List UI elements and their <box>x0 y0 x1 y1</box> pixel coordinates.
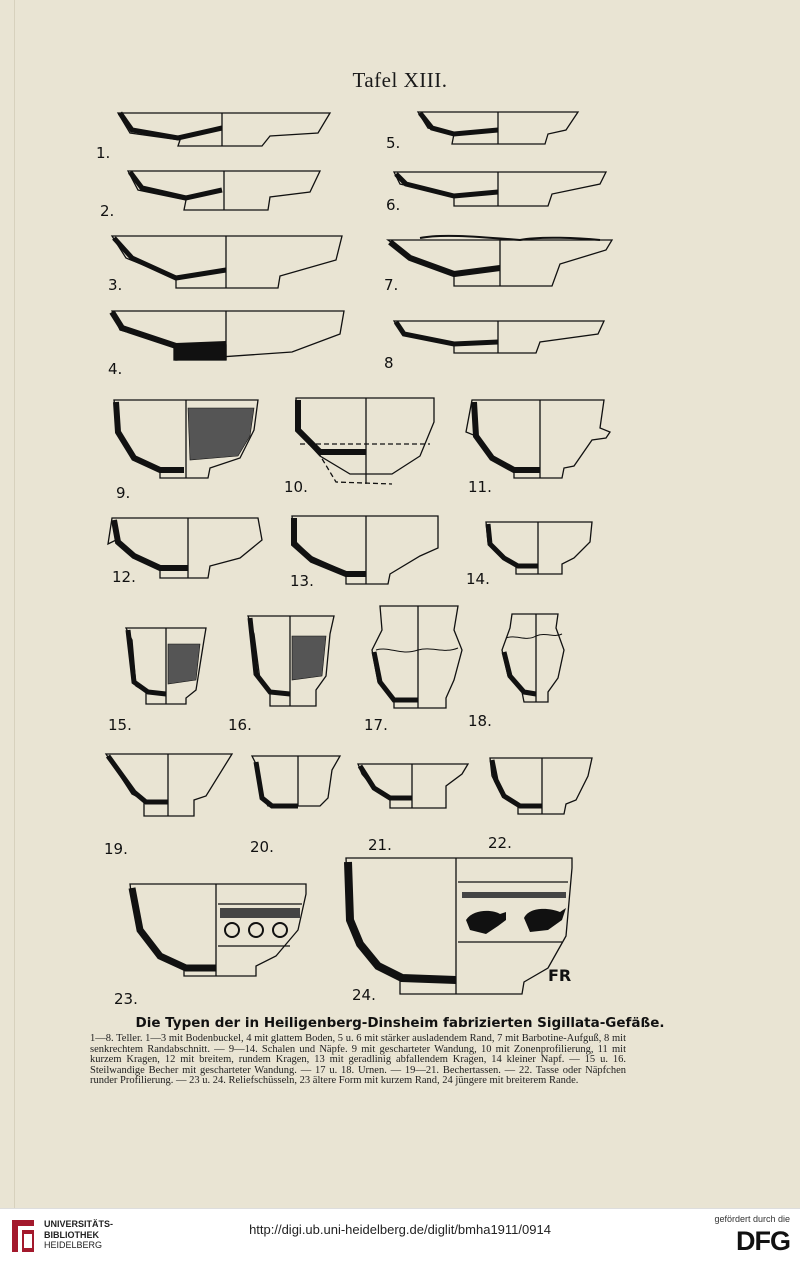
figure-number-10: 10. <box>284 478 308 496</box>
figure-number-24: 24. <box>352 986 376 1004</box>
caption-title: Die Typen der in Heiligenberg-Dinsheim f… <box>135 1015 665 1031</box>
page-edge <box>14 0 15 1208</box>
figure-number-9: 9. <box>116 484 131 502</box>
vessel-2-drawing <box>126 170 322 211</box>
vessel-19-drawing <box>104 753 234 817</box>
caption-body: 1—8. Teller. 1—3 mit Bodenbuckel, 4 mit … <box>90 1033 626 1087</box>
university-library-logo-icon <box>12 1220 34 1252</box>
figure-number-7: 7. <box>384 276 399 294</box>
figure-number-17: 17. <box>364 716 388 734</box>
artist-monogram: FR <box>548 966 572 985</box>
figure-number-5: 5. <box>386 134 401 152</box>
library-name-line-3: HEIDELBERG <box>44 1240 103 1250</box>
figure-number-12: 12. <box>112 568 136 586</box>
library-name-line-1: UNIVERSITÄTS- <box>44 1219 114 1229</box>
vessel-22-drawing <box>489 757 593 815</box>
figure-number-22: 22. <box>488 834 512 852</box>
vessel-3-drawing <box>110 235 343 289</box>
vessel-21-drawing <box>357 763 470 809</box>
figure-number-16: 16. <box>228 716 252 734</box>
figure-number-15: 15. <box>108 716 132 734</box>
vessel-13-drawing <box>291 515 439 585</box>
vessel-4-drawing <box>109 310 345 361</box>
plate-title: Tafel XIII. <box>352 68 448 92</box>
vessel-10-drawing <box>295 397 435 485</box>
figure-number-20: 20. <box>250 838 274 856</box>
figure-number-6: 6. <box>386 196 401 214</box>
figure-number-23: 23. <box>114 990 138 1008</box>
figure-number-19: 19. <box>104 840 128 858</box>
vessel-24-drawing <box>344 857 573 995</box>
figure-number-3: 3. <box>108 276 123 294</box>
vessel-6-drawing <box>392 171 608 207</box>
vessel-5-drawing <box>416 111 580 145</box>
vessel-17-drawing <box>371 605 463 709</box>
vessel-1-drawing <box>116 111 332 147</box>
vessel-drawings <box>104 111 614 995</box>
figure-number-1: 1. <box>96 144 111 162</box>
dfg-logo: DFG <box>736 1226 791 1256</box>
figure-number-21: 21. <box>368 836 392 854</box>
library-name: UNIVERSITÄTS- BIBLIOTHEK HEIDELBERG <box>44 1219 113 1251</box>
vessel-20-drawing <box>250 755 342 809</box>
vessel-12-drawing <box>107 517 263 579</box>
vessel-7-drawing <box>386 234 614 287</box>
vessel-16-drawing <box>247 615 335 707</box>
scanned-page <box>0 0 800 1208</box>
figure-number-18: 18. <box>468 712 492 730</box>
figure-number-13: 13. <box>290 572 314 590</box>
figure-number-14: 14. <box>466 570 490 588</box>
viewer-footer <box>0 1208 800 1266</box>
vessel-18-drawing <box>501 613 565 703</box>
funding-note: gefördert durch die <box>714 1214 790 1224</box>
vessel-8-drawing <box>392 320 606 354</box>
figure-number-2: 2. <box>100 202 115 220</box>
vessel-15-drawing <box>124 627 207 705</box>
library-name-line-2: BIBLIOTHEK <box>44 1229 99 1240</box>
document-url-link[interactable]: http://digi.ub.uni-heidelberg.de/diglit/… <box>249 1222 551 1237</box>
figure-number-11: 11. <box>468 478 492 496</box>
figure-number-8: 8 <box>384 354 394 372</box>
vessel-14-drawing <box>485 521 593 575</box>
vessel-11-drawing <box>465 399 611 479</box>
figure-number-4: 4. <box>108 360 123 378</box>
vessel-23-drawing <box>128 883 307 977</box>
vessel-9-drawing <box>113 399 259 479</box>
